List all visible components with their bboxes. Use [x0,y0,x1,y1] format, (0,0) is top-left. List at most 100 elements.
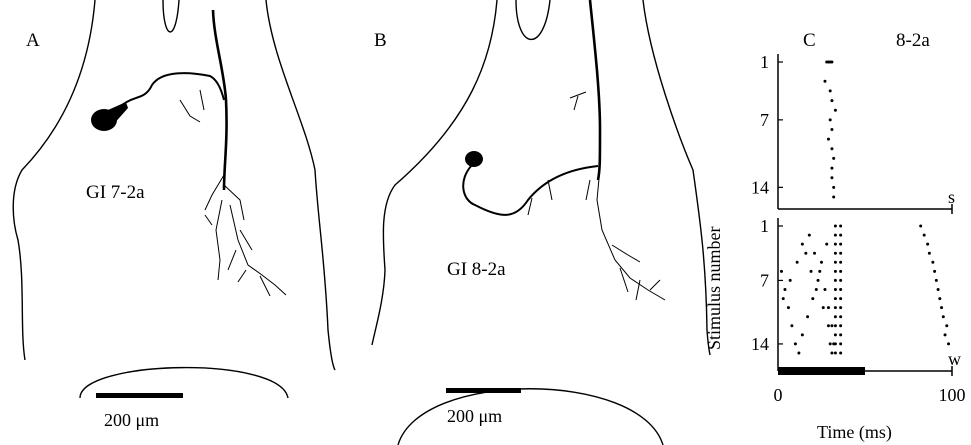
raster-point-s-3 [830,61,833,64]
dendrite-tree-a [180,90,286,296]
raster-point-s-15 [832,186,835,189]
raster-point-s-13 [830,167,833,170]
raster-point-w-31 [783,288,786,291]
raster-point-w-42 [782,297,785,300]
axon-a [122,73,224,105]
x-axis-label: Time (ms) [817,422,892,443]
raster-point-w-25 [839,315,842,318]
raster-point-s-4 [823,80,826,83]
raster-point-s-11 [830,147,833,150]
raster-point-w-2 [834,243,837,246]
raster-label-s: s [948,187,955,207]
scale-label-b: 200 μm [447,406,502,426]
raster-point-w-70 [937,288,940,291]
raster-point-s-10 [827,138,830,141]
raster-point-w-58 [829,342,832,345]
ganglion-outline-right-b [643,0,710,355]
raster-point-w-12 [834,333,837,336]
raster-point-w-38 [811,297,814,300]
connective-loop-b [516,0,550,39]
x-tick-label-100: 100 [939,385,966,405]
raster-point-w-65 [942,315,945,318]
panel-letter-b: B [374,30,387,51]
raster-point-w-27 [839,333,842,336]
y-tick-label-s-14: 14 [751,177,769,197]
raster-point-w-30 [780,270,783,273]
raster-point-w-5 [834,270,837,273]
ganglion-outline-right-a [266,0,335,370]
raster-point-w-69 [933,270,936,273]
raster-point-w-8 [834,297,837,300]
raster-plot: 1 7 14 s 1 7 14 w 0 100 [751,52,966,405]
scale-bar-b [446,388,521,393]
raster-point-w-6 [834,279,837,282]
raster-point-w-23 [839,297,842,300]
cell-label-a: GI 7-2a [86,182,145,203]
raster-point-w-50 [827,306,830,309]
raster-point-s-16 [832,196,835,199]
raster-point-w-20 [839,270,842,273]
raster-point-w-17 [839,243,842,246]
raster-point-w-14 [834,352,837,355]
raster-point-w-63 [935,279,938,282]
raster-point-w-68 [928,252,931,255]
raster-point-w-53 [804,252,807,255]
ganglion-outline-left-b [372,0,497,345]
raster-point-w-22 [839,288,842,291]
raster-point-w-26 [839,324,842,327]
panel-a [13,0,335,398]
x-tick-label-0: 0 [774,385,783,405]
raster-point-w-57 [827,324,830,327]
raster-point-s-8 [829,118,832,121]
raster-label-w: w [948,349,961,369]
raster-point-w-40 [820,261,823,264]
raster-point-w-11 [834,324,837,327]
raster-point-w-41 [825,243,828,246]
raster-point-w-29 [839,352,842,355]
raster-point-w-9 [834,306,837,309]
raster-point-w-3 [834,252,837,255]
raster-point-w-55 [815,288,818,291]
raster-point-w-39 [817,279,820,282]
raster-point-w-71 [940,306,943,309]
raster-point-w-66 [944,333,947,336]
raster-point-s-12 [832,157,835,160]
raster-point-w-34 [794,342,797,345]
panel-letter-c: C [803,30,816,51]
raster-point-w-7 [834,288,837,291]
panel-b [372,0,710,445]
raster-point-w-24 [839,306,842,309]
raster-point-w-67 [923,234,926,237]
y-axis-label: Stimulus number [704,226,724,350]
neurite-b [590,0,600,180]
raster-point-s-14 [830,176,833,179]
raster-point-w-36 [801,333,804,336]
raster-point-w-47 [813,252,816,255]
y-tick-label-w-14: 14 [751,334,769,354]
raster-point-w-48 [818,270,821,273]
y-tick-label-s-1: 1 [760,52,769,72]
neurite-a [213,10,227,190]
stimulus-bar-w [778,367,865,375]
soma-b [465,151,483,167]
raster-point-w-51 [830,324,833,327]
raster-point-s-6 [830,99,833,102]
raster-point-w-21 [839,279,842,282]
scale-bar-a [96,393,183,398]
y-tick-label-s-7: 7 [760,110,769,130]
raster-point-w-19 [839,261,842,264]
raster-point-w-61 [926,243,929,246]
raster-point-w-45 [801,243,804,246]
cell-label-b: GI 8-2a [447,259,506,280]
raster-point-w-56 [822,306,825,309]
raster-point-w-32 [787,306,790,309]
raster-point-w-44 [796,261,799,264]
raster-point-w-16 [839,234,842,237]
raster-point-w-4 [834,261,837,264]
y-tick-label-w-7: 7 [760,270,769,290]
raster-point-w-73 [947,342,950,345]
raster-point-w-72 [945,324,948,327]
y-tick-label-w-1: 1 [760,216,769,236]
raster-point-s-5 [829,89,832,92]
dendrite-tree-b [528,92,665,300]
